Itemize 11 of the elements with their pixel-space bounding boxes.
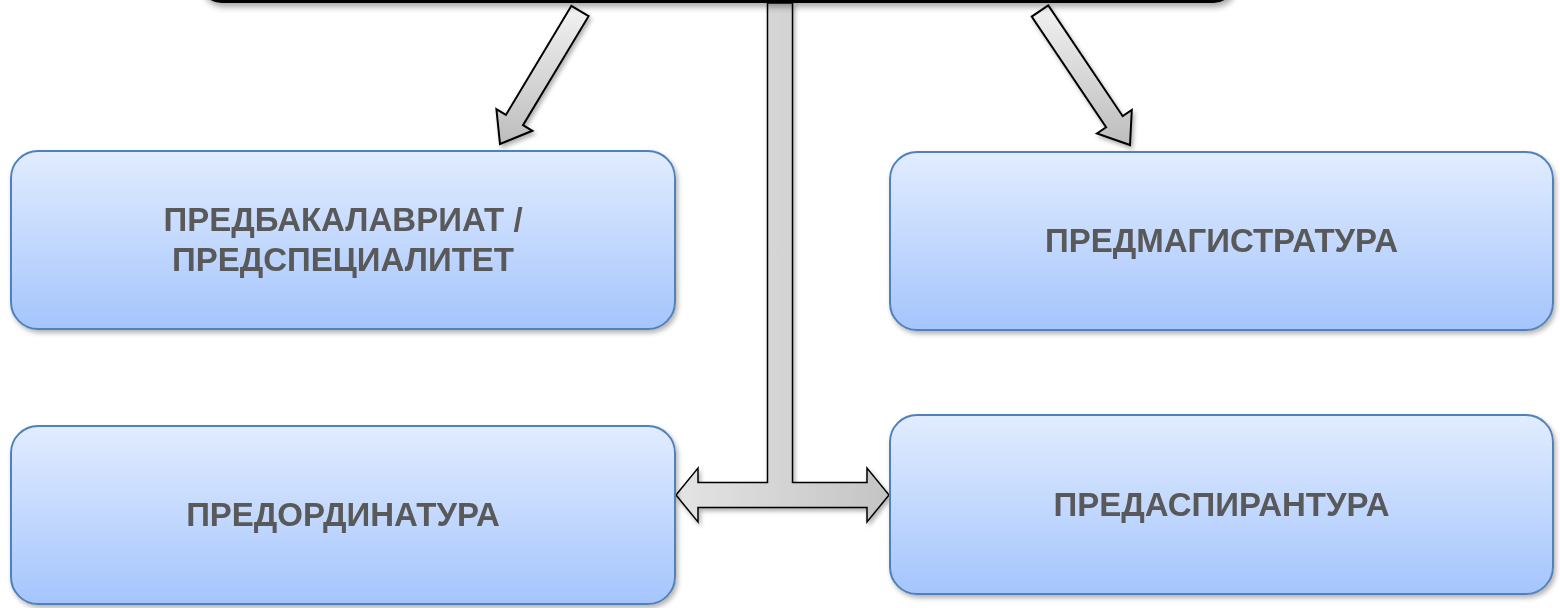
process-box [10, 150, 676, 330]
block-arrow [1030, 4, 1133, 147]
process-box [10, 425, 676, 605]
box-label: ПРЕДОРДИНАТУРА [186, 495, 500, 535]
block-arrow [675, 2, 890, 525]
process-box [889, 151, 1554, 331]
box-label: ПРЕДМАГИСТРАТУРА [1044, 221, 1399, 261]
box-label: ПРЕДАСПИРАНТУРА [1053, 484, 1390, 525]
process-box [889, 414, 1554, 595]
block-arrow [495, 4, 590, 146]
box-label: ПРЕДБАКАЛАВРИАТ / ПРЕДСПЕЦИАЛИТЕТ [162, 200, 524, 280]
